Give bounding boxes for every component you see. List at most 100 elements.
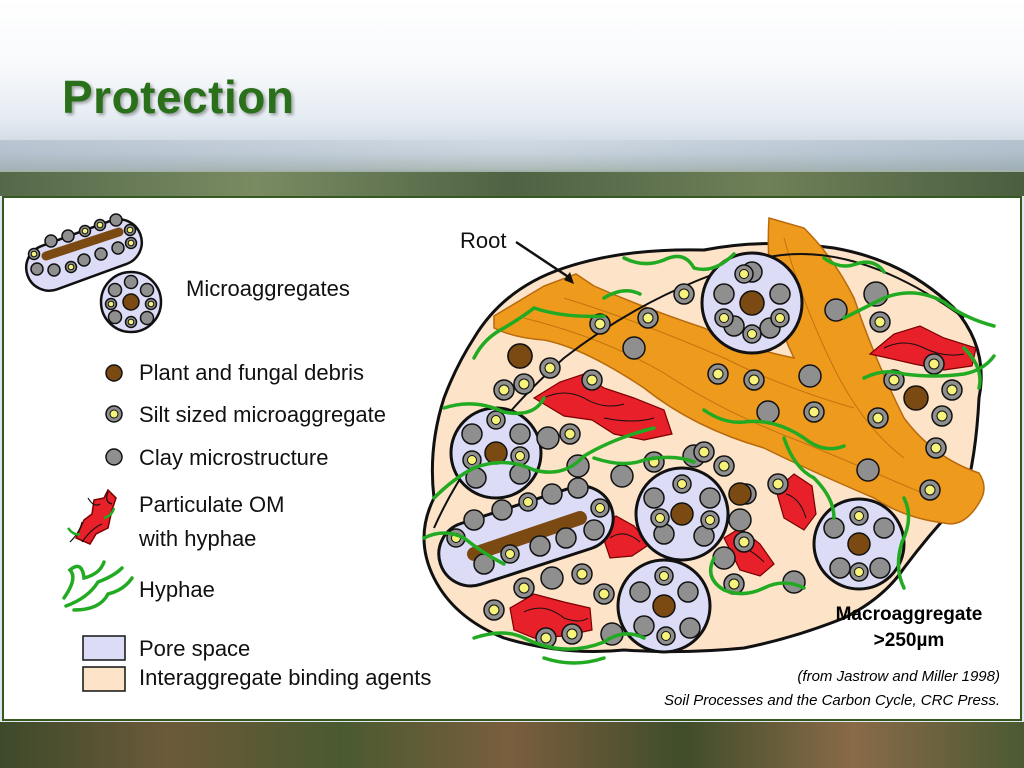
clay-particle (824, 298, 848, 322)
silt-core (505, 549, 515, 559)
legend-debris-label: Plant and fungal debris (139, 360, 365, 385)
microaggregates-label: Microaggregates (186, 276, 350, 301)
clay-particle (139, 310, 155, 326)
silt-core (498, 384, 510, 396)
silt-core (738, 536, 750, 548)
silt-core (872, 412, 884, 424)
clay-particle (540, 566, 564, 590)
clay-particle (509, 423, 531, 445)
clay-particle (610, 464, 634, 488)
silt-core (808, 406, 820, 418)
root-label: Root (460, 228, 507, 253)
silt-core (719, 313, 729, 323)
silt-core (854, 567, 864, 577)
header-haze (0, 140, 1024, 170)
clay-particle (529, 535, 551, 557)
silt-core (126, 226, 134, 234)
silt-core (595, 503, 605, 513)
silt-core (467, 455, 477, 465)
macro-clay-particles (461, 261, 895, 646)
legend-binding-label: Interaggregate binding agents (139, 665, 432, 690)
silt-core (598, 588, 610, 600)
legend-rod-clay-particles (30, 213, 125, 277)
clay-particle (677, 581, 699, 603)
silt-core (739, 269, 749, 279)
clay-particle (555, 527, 577, 549)
silt-core (30, 250, 38, 258)
legend-pore-label: Pore space (139, 636, 251, 661)
legend-pom-label-line1: Particulate OM (139, 492, 285, 517)
clay-particle (798, 364, 822, 388)
silt-core (127, 318, 135, 326)
silt-core (748, 374, 760, 386)
silt-core (515, 451, 525, 461)
silt-core (677, 479, 687, 489)
clay-particle (107, 309, 123, 325)
clay-particle (769, 283, 791, 305)
macro-hyphae (422, 252, 996, 665)
silt-core (854, 511, 864, 521)
clay-particle (643, 487, 665, 509)
silt-core (147, 300, 155, 308)
silt-core (488, 604, 500, 616)
silt-core (576, 568, 588, 580)
silt-core (874, 316, 886, 328)
clay-particle (94, 247, 108, 261)
header-field-strip (0, 172, 1024, 196)
clay-particle (77, 253, 91, 267)
clay-particle (109, 213, 123, 227)
legend-silt-label: Silt sized microaggregate (139, 402, 387, 427)
clay-particle (111, 241, 125, 255)
silt-core (928, 358, 940, 370)
silt-core (107, 300, 115, 308)
legend-binding-swatch (82, 666, 126, 692)
macroaggregate-size-label: >250µm (873, 630, 945, 651)
legend-silt-icon (105, 405, 123, 423)
silt-core (698, 446, 710, 458)
silt-core (586, 374, 598, 386)
silt-core (712, 368, 724, 380)
legend-hyphae-label: Hyphae (139, 577, 215, 602)
clay-particle (713, 283, 735, 305)
legend-rod-silt-particles (27, 218, 138, 274)
silt-core (127, 239, 135, 247)
clay-particle (30, 262, 44, 276)
macroaggregate (422, 217, 996, 665)
silt-core (936, 410, 948, 422)
citation-line-2: Soil Processes and the Carbon Cycle, CRC… (664, 692, 1000, 709)
silt-core (642, 312, 654, 324)
clay-particle (629, 581, 651, 603)
clay-particle (728, 508, 752, 532)
legend-microaggregate-round (99, 270, 163, 334)
silt-core (728, 578, 740, 590)
silt-core (718, 460, 730, 472)
macro-silt-particles (446, 264, 963, 649)
silt-core (678, 288, 690, 300)
silt-core (888, 374, 900, 386)
silt-core (544, 362, 556, 374)
legend-clay-icon (105, 448, 123, 466)
silt-core (594, 318, 606, 330)
silt-core (661, 631, 671, 641)
clay-particle (633, 615, 655, 637)
silt-core (566, 628, 578, 640)
clay-particle (491, 499, 513, 521)
clay-particle (873, 517, 895, 539)
silt-core (96, 221, 104, 229)
clay-particle (139, 282, 155, 298)
header-banner: Protection (0, 0, 1024, 196)
legend-pom-icon (67, 488, 117, 545)
silt-core (518, 378, 530, 390)
clay-particle (712, 546, 736, 570)
clay-particle (44, 234, 58, 248)
silt-core (655, 513, 665, 523)
silt-core (747, 329, 757, 339)
silt-core (930, 442, 942, 454)
silt-core (491, 415, 501, 425)
legend-pore-swatch (82, 635, 126, 661)
clay-particle (461, 423, 483, 445)
legend-microaggregate-rod (24, 213, 144, 292)
clay-particle (756, 400, 780, 424)
clay-particle (679, 617, 701, 639)
clay-particle (856, 458, 880, 482)
